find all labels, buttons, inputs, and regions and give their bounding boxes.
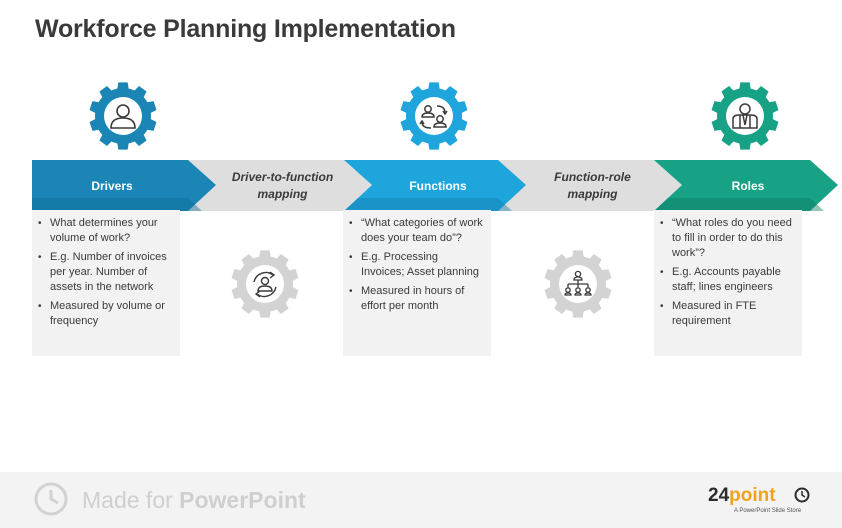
arrow-mapping-2 — [494, 160, 684, 211]
arrow-functions — [344, 160, 526, 211]
drivers-label: Drivers — [91, 179, 133, 193]
functions-bullets: “What categories of work does your team … — [343, 210, 491, 314]
list-item: Measured in FTE requirement — [660, 299, 794, 329]
mapping-2-label-line2: mapping — [567, 187, 618, 201]
brand-clock-icon — [794, 487, 810, 503]
list-item: “What roles do you need to fill in order… — [660, 216, 794, 261]
arrow-drivers — [32, 160, 216, 211]
process-arrows — [32, 160, 838, 211]
drivers-box: What determines your volume of work? E.g… — [32, 210, 180, 356]
made-for-powerpoint: Made for PowerPoint — [82, 487, 306, 514]
mapping-1-gear — [231, 250, 299, 318]
roles-gear — [711, 82, 779, 150]
mapping-1-label-line1: Driver-to-function — [231, 170, 334, 184]
org-chart-icon — [564, 270, 592, 296]
mapping-2-gear — [544, 250, 612, 318]
functions-box: “What categories of work does your team … — [343, 210, 491, 356]
list-item: Measured in hours of effort per month — [349, 284, 483, 314]
list-item: E.g. Number of invoices per year. Number… — [38, 250, 172, 295]
roles-label: Roles — [731, 179, 765, 193]
functions-gear — [400, 82, 468, 150]
list-item: E.g. Accounts payable staff; lines engin… — [660, 265, 794, 295]
list-item: E.g. Processing Invoices; Asset planning — [349, 250, 483, 280]
mapping-2-label: Function-role mapping — [520, 169, 665, 203]
brand-number: 24 — [708, 485, 730, 506]
list-item: “What categories of work does your team … — [349, 216, 483, 246]
arrow-mapping-1 — [184, 160, 372, 211]
drivers-bullets: What determines your volume of work? E.g… — [32, 210, 180, 329]
people-exchange-icon — [419, 105, 448, 129]
page-title: Workforce Planning Implementation — [35, 15, 456, 43]
roles-bullets: “What roles do you need to fill in order… — [654, 210, 802, 329]
clock-icon — [34, 482, 68, 516]
made-for-text: Made for — [82, 487, 173, 513]
person-cycle-icon — [253, 271, 277, 298]
functions-label: Functions — [409, 179, 467, 193]
powerpoint-text: PowerPoint — [179, 487, 306, 513]
mapping-1-label: Driver-to-function mapping — [210, 169, 355, 203]
mapping-1-label-line2: mapping — [257, 187, 308, 201]
mapping-2-label-line1: Function-role — [554, 170, 631, 184]
businessman-icon — [732, 103, 758, 129]
footer-bar: Made for PowerPoint — [0, 472, 842, 528]
brand-tagline: A PowerPoint Slide Store — [734, 508, 802, 514]
brand-logo: 24point — [708, 485, 776, 507]
list-item: Measured by volume or frequency — [38, 299, 172, 329]
brand-word: point — [729, 485, 776, 506]
roles-box: “What roles do you need to fill in order… — [654, 210, 802, 356]
drivers-gear — [89, 82, 157, 150]
arrow-roles — [654, 160, 838, 211]
list-item: What determines your volume of work? — [38, 216, 172, 246]
person-icon — [110, 104, 136, 129]
